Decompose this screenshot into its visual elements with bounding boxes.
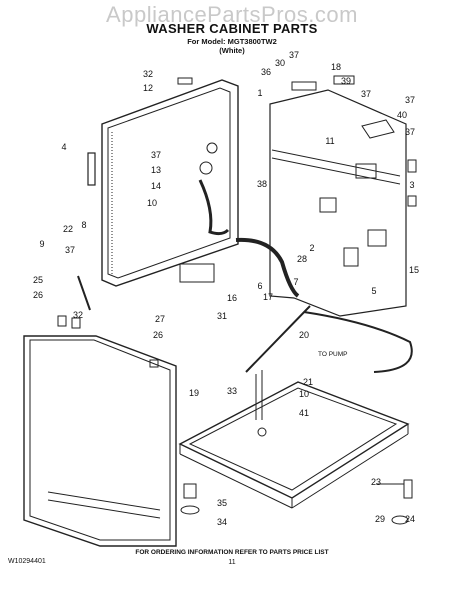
callout-37: 37: [405, 127, 415, 137]
callout-37: 37: [361, 89, 371, 99]
callout-37: 37: [405, 95, 415, 105]
callout-11: 11: [325, 136, 334, 146]
callout-14: 14: [151, 181, 161, 191]
callout-40: 40: [397, 110, 407, 120]
callout-1: 1: [257, 88, 262, 98]
callout-3: 3: [409, 180, 414, 190]
callout-32: 32: [143, 69, 153, 79]
page-title: WASHER CABINET PARTS: [146, 21, 318, 36]
model-subtitle: For Model: MGT3800TW2 (White): [0, 37, 464, 55]
callout-29: 29: [375, 514, 385, 524]
callout-32: 32: [73, 310, 83, 320]
side-panel: [101, 79, 239, 287]
callout-10: 10: [147, 198, 157, 208]
callout-10: 10: [299, 389, 309, 399]
callout-6: 6: [257, 281, 262, 291]
front-panel: [23, 335, 177, 547]
callout-35: 35: [217, 498, 227, 508]
callout-24: 24: [405, 514, 415, 524]
callout-31: 31: [217, 311, 227, 321]
callout-37: 37: [289, 50, 299, 60]
ordering-note: FOR ORDERING INFORMATION REFER TO PARTS …: [135, 549, 329, 556]
callout-34: 34: [217, 517, 227, 527]
small-parts: [57, 75, 417, 525]
callout-39: 39: [341, 76, 351, 86]
callout-26: 26: [153, 330, 163, 340]
callout-9: 9: [39, 239, 44, 249]
callout-12: 12: [143, 83, 153, 93]
callout-33: 33: [227, 386, 237, 396]
callout-25: 25: [33, 275, 43, 285]
callout-27: 27: [155, 314, 165, 324]
callout-36: 36: [261, 67, 271, 77]
model-line: For Model: MGT3800TW2: [187, 37, 277, 46]
callout-5: 5: [371, 286, 376, 296]
callout-37: 37: [65, 245, 75, 255]
color-line: (White): [219, 46, 245, 55]
callout-37: 37: [151, 150, 161, 160]
callout-23: 23: [371, 477, 381, 487]
callout-2: 2: [309, 243, 314, 253]
page-number: 11: [228, 559, 236, 566]
to-pump-label: TO PUMP: [318, 351, 348, 358]
callout-19: 19: [189, 388, 199, 398]
callout-41: 41: [299, 408, 309, 418]
callout-22: 22: [63, 224, 73, 234]
hoses-and-rods: [198, 179, 413, 420]
document-code: W10294401: [8, 558, 46, 565]
callout-7: 7: [293, 277, 298, 287]
callout-21: 21: [303, 377, 313, 387]
callout-18: 18: [331, 62, 341, 72]
callout-13: 13: [151, 165, 161, 175]
callout-17: 17: [263, 292, 273, 302]
callout-20: 20: [299, 330, 309, 340]
watermark: AppliancePartsPros.com: [106, 2, 358, 27]
callout-16: 16: [227, 293, 237, 303]
base-frame: [178, 381, 410, 509]
callout-4: 4: [61, 142, 66, 152]
callout-15: 15: [409, 265, 419, 275]
rear-panel: [269, 89, 407, 317]
callout-26: 26: [33, 290, 43, 300]
callout-8: 8: [81, 220, 86, 230]
callout-28: 28: [297, 254, 307, 264]
callout-30: 30: [275, 58, 285, 68]
callout-38: 38: [257, 179, 267, 189]
